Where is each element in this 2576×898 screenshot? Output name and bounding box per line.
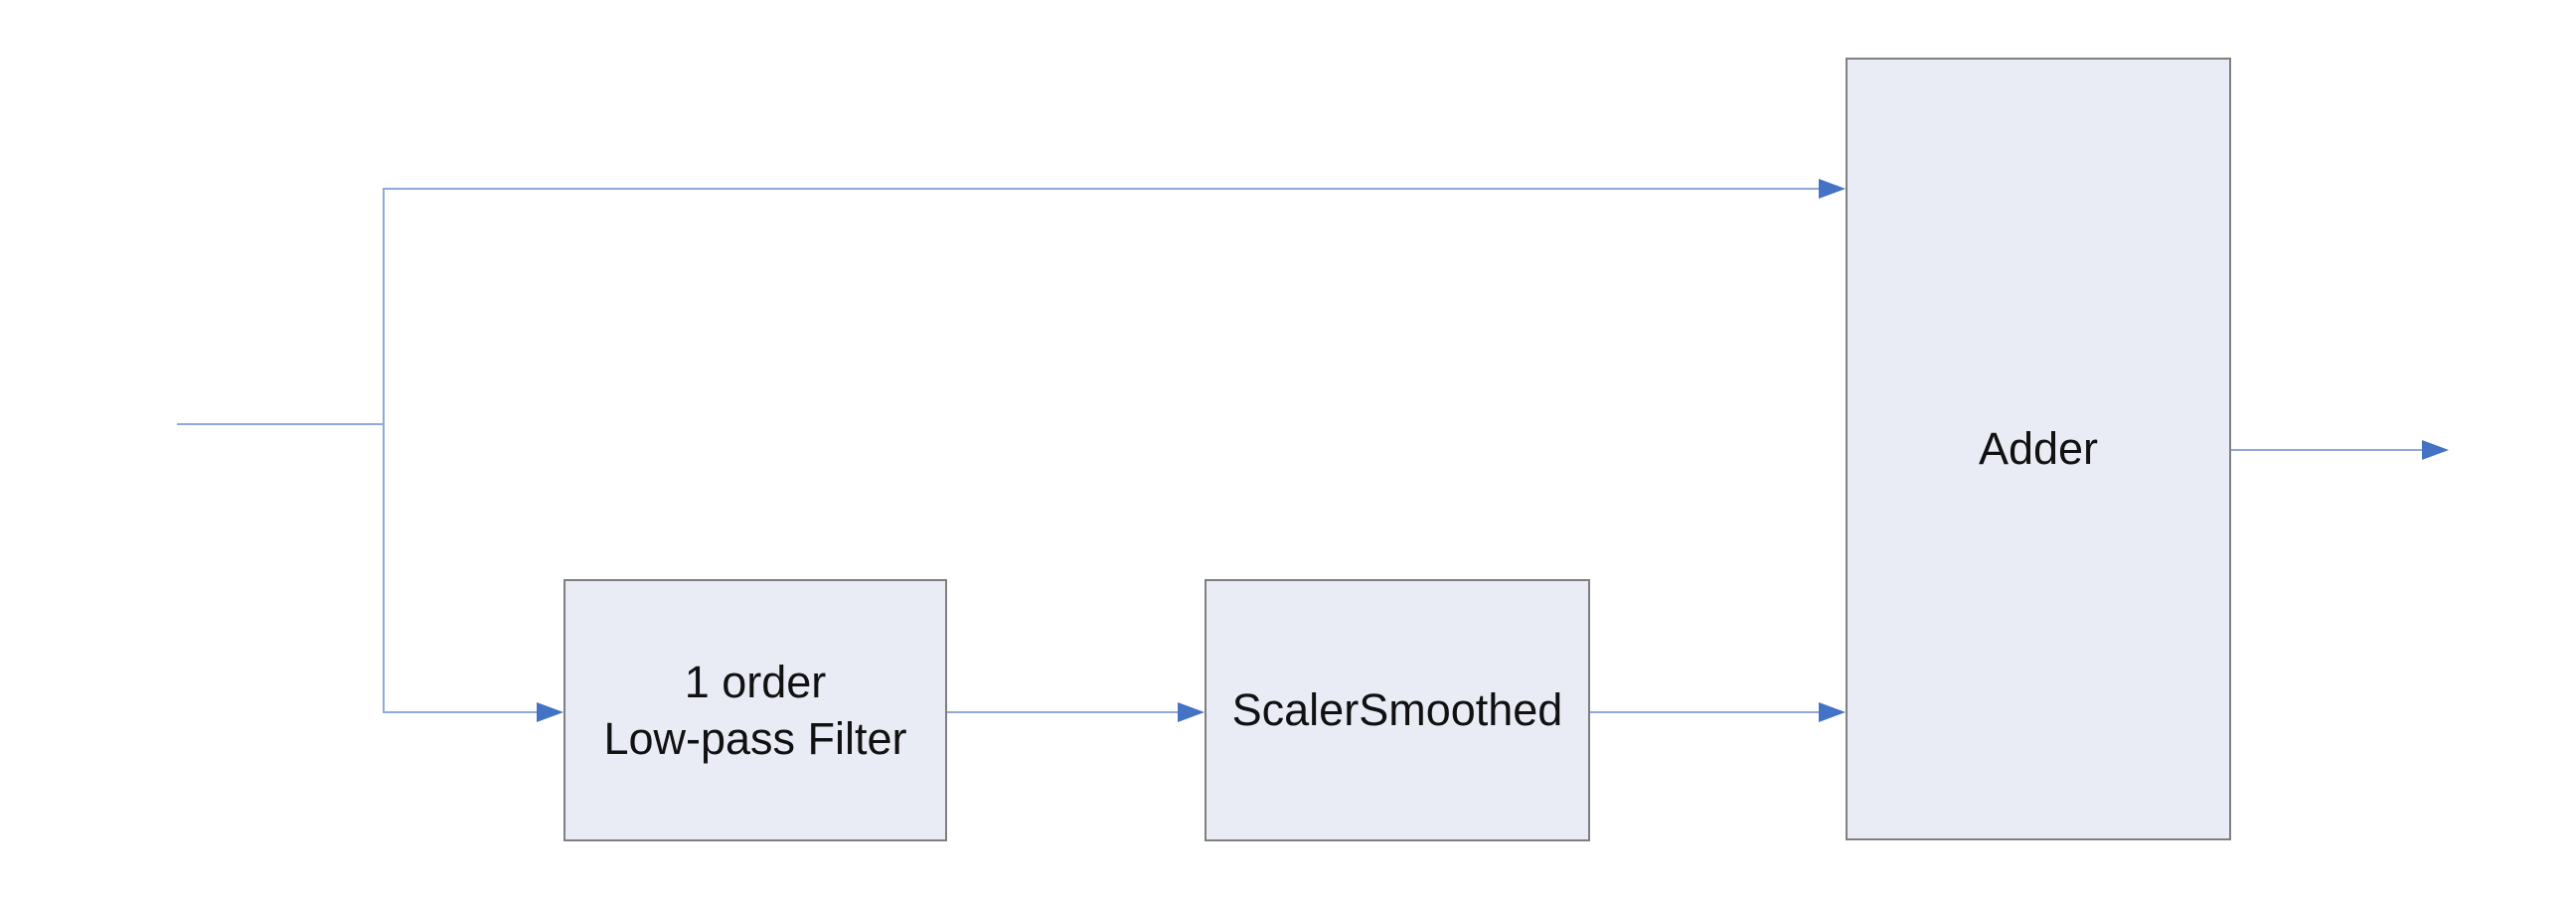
arrowhead-into-adder-bottom-icon: [1819, 702, 1846, 722]
block-lowpass-filter[interactable]: 1 order Low-pass Filter: [564, 579, 947, 841]
arrowhead-into-adder-top-icon: [1819, 179, 1846, 199]
adder-label: Adder: [1978, 423, 2099, 475]
arrowhead-into-lowpass-icon: [537, 702, 564, 722]
top-branch-line: [383, 188, 1821, 190]
arrowhead-into-scaler-icon: [1178, 702, 1205, 722]
block-scaler-smoothed[interactable]: ScalerSmoothed: [1205, 579, 1590, 841]
scaler-to-adder-line: [1590, 711, 1821, 713]
branch-to-lowpass-line: [383, 711, 539, 713]
lowpass-to-scaler-line: [947, 711, 1180, 713]
input-line: [177, 423, 385, 425]
adder-output-line: [2231, 449, 2424, 451]
scaler-smoothed-label: ScalerSmoothed: [1231, 684, 1563, 736]
arrowhead-output-icon: [2422, 440, 2449, 460]
block-adder[interactable]: Adder: [1846, 58, 2231, 840]
lowpass-filter-label: 1 order Low-pass Filter: [603, 656, 907, 764]
branch-vertical-line: [383, 188, 385, 713]
